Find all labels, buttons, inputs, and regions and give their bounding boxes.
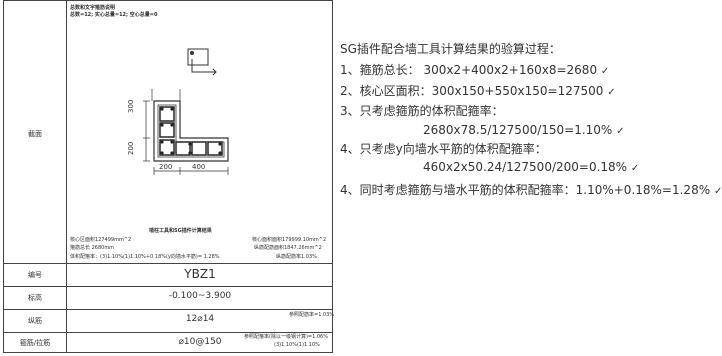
stirrup-note-2: (3)1.10%(1)1.10%: [274, 342, 320, 348]
dim-300: 300: [127, 99, 135, 113]
header-title: 总数和文字箍筋说明: [70, 5, 116, 11]
check-icon: ✓: [630, 163, 640, 174]
note-line-3b-text: 2680x78.5/127500/150=1.10%: [423, 123, 613, 137]
label-number: 编号: [28, 271, 42, 279]
row-divider: [4, 309, 332, 310]
row-divider: [4, 286, 332, 287]
section-drawing: [143, 48, 229, 175]
longitudinal-value: 12⌀14: [185, 314, 215, 324]
note-line-2-text: 2、核心区面积：300x150+550x150=127500: [340, 84, 604, 98]
column-detail-table: 截面 编号 标高 纵筋 箍筋/拉筋 总数和文字箍筋说明 总数=12; 实心总量=…: [3, 0, 335, 353]
rebar-dots: [160, 107, 222, 155]
core-area-right: 核心面积面积179999.10mm^2: [252, 237, 327, 243]
dim-200-horizontal: 200: [159, 163, 173, 171]
volume-ratio: 体积配箍率：(3)1.10%(1)1.10%+0.18%(y向墙水平筋)= 1.…: [70, 254, 220, 260]
note-line-1-text: 1、箍筋总长： 300x2+400x2+160x8=2680: [340, 63, 598, 77]
number-value: YBZ1: [184, 267, 216, 281]
note-line-4b: 460x2x50.24/127500/200=0.18% ✓: [423, 160, 639, 174]
stirrup-value: ⌀10@150: [178, 337, 222, 347]
row-divider: [4, 263, 332, 264]
check-icon: ✓: [600, 66, 610, 77]
dim-200: 200: [127, 141, 135, 155]
core-area: 核心区面积127499mm^2: [70, 237, 132, 243]
table-column-divider: [66, 1, 67, 352]
stirrup-boxes: [159, 106, 223, 156]
stirrup-length: 箍筋总长 2680mm: [70, 245, 115, 251]
note-line-3: 3、只考虑箍筋的体积配箍率：: [340, 104, 504, 118]
note-line-2: 2、核心区面积：300x150+550x150=127500 ✓: [340, 82, 616, 99]
note-line-4: 4、只考虑y向墙水平筋的体积配箍率：: [340, 142, 547, 156]
header-counts: 总数=12; 实心总量=12; 空心总量=0: [70, 12, 158, 18]
long-ratio: 纵筋配筋率1.03%: [276, 254, 317, 260]
dim-400: 400: [192, 163, 206, 171]
check-icon: ✓: [713, 186, 722, 197]
result-label: 墙柱工具和SG插件计算结果: [149, 228, 212, 234]
note-line-4b-text: 460x2x50.24/127500/200=0.18%: [423, 160, 628, 174]
label-stirrup: 箍筋/拉筋: [19, 339, 51, 347]
row-divider: [4, 332, 332, 333]
elevation-value: -0.100~3.900: [168, 291, 232, 301]
stirrup-area-right: 纵筋配筋面积1847.26mm^2: [254, 245, 322, 251]
stirrup-note-1: 参照配箍率(除以一级钢计算)=1.06%: [244, 334, 328, 340]
label-section: 截面: [28, 130, 42, 138]
verification-notes: SG插件配合墙工具计算结果的验算过程： 1、箍筋总长： 300x2+400x2+…: [340, 0, 722, 356]
note-line-1: 1、箍筋总长： 300x2+400x2+160x8=2680 ✓: [340, 61, 609, 78]
check-icon: ✓: [616, 126, 625, 137]
dimension-lines: [143, 89, 229, 175]
label-longitudinal: 纵筋: [28, 317, 42, 325]
note-line-5: 4、同时考虑箍筋与墙水平筋的体积配箍率：1.10%+0.18%=1.28% ✓: [340, 181, 722, 198]
label-elevation: 标高: [28, 294, 42, 302]
note-line-3b: 2680x78.5/127500/150=1.10% ✓: [423, 123, 625, 137]
note-line-5-text: 4、同时考虑箍筋与墙水平筋的体积配箍率：1.10%+0.18%=1.28%: [340, 183, 711, 197]
check-icon: ✓: [607, 87, 616, 98]
hook-detail: [187, 48, 217, 76]
notes-title: SG插件配合墙工具计算结果的验算过程：: [340, 42, 561, 56]
longitudinal-note: 参照配筋率=1.03%: [289, 312, 335, 318]
